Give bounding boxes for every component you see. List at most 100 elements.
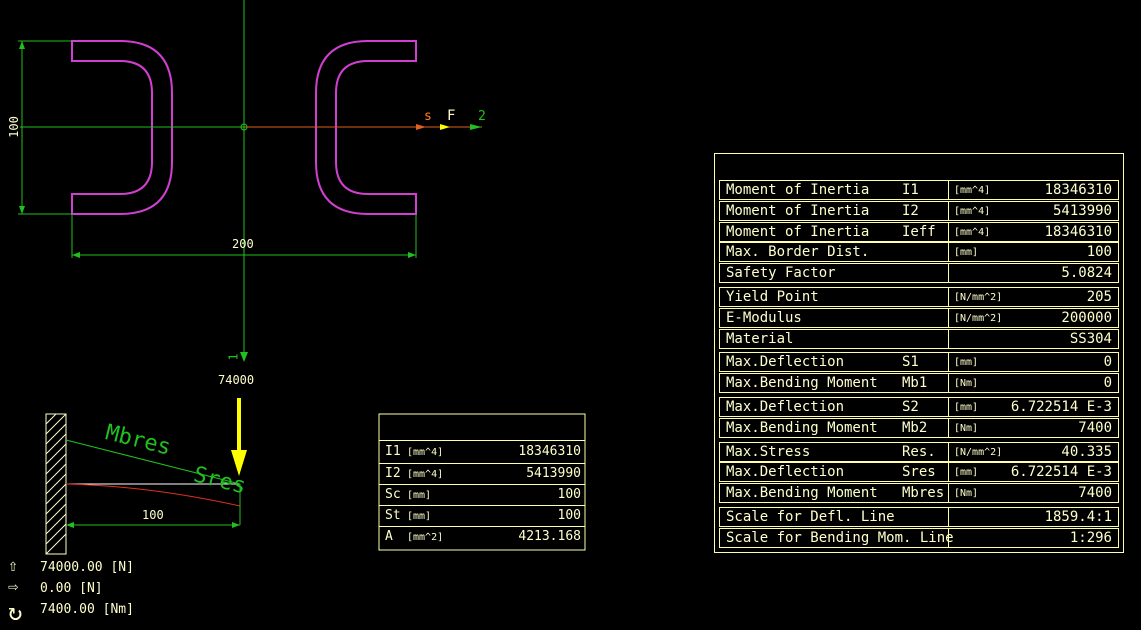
result-value: 5413990 [1052,202,1112,219]
axis-arrow-down [240,352,248,362]
result-value: 7400 [1078,485,1112,502]
force-arrow-head [231,450,247,476]
result-label: Max.Deflection [726,464,845,481]
results-row: Safety Factor 5.0824 [719,263,1119,284]
result-label: Moment of Inertia [726,202,870,219]
result-unit: [Nm] [954,422,979,434]
result-value: 205 [1086,289,1112,305]
result-symbol: Mb2 [902,419,928,436]
results-row: Max. Border Dist. [mm] 100 [719,242,1119,263]
result-label: Max.Bending Moment [726,375,878,392]
result-symbol: Mbres [902,485,945,502]
result-value: 0 [1103,354,1112,371]
result-label: Moment of Inertia [726,182,870,198]
result-label: Max.Deflection [726,399,845,415]
result-value: 7400 [1078,419,1112,436]
reaction-value: 74000.00 [N] [40,560,134,575]
results-row: Moment of Inertia Ieff [mm^4] 18346310 [719,221,1119,242]
beam-length-label: 100 [142,508,164,522]
result-value: 40.335 [1061,443,1112,460]
moment-arc-icon: ↻ [8,598,23,626]
reaction-value: 0.00 [N] [40,581,103,596]
arrow-right-icon: ⇨ [8,577,19,597]
reaction-value: 7400.00 [Nm] [40,602,134,617]
result-label: Max.Bending Moment [726,419,878,436]
result-label: Max. Border Dist. [726,244,870,261]
result-label: Moment of Inertia [726,223,870,240]
z-axis-label: 2 [478,109,486,124]
result-label: Yield Point [726,289,819,305]
result-value: 100 [1086,244,1112,261]
results-row: Max.Stress Res. [N/mm^2] 40.335 [719,441,1119,462]
property-value: 100 [557,508,581,523]
result-unit: [N/mm^2] [954,312,1003,324]
s-arrow [416,124,426,130]
result-unit: [mm^4] [954,226,991,238]
z-arrow [470,124,482,130]
right-channel-profile [315,40,417,215]
result-symbol: Ieff [902,223,936,240]
width-dimension-label: 200 [232,237,254,251]
result-label: Safety Factor [726,265,836,282]
deflection-line [65,483,241,507]
result-value: 1859.4:1 [1044,509,1112,525]
section-property-row: I2 [mm^4] 5413990 [379,463,585,484]
result-value: 18346310 [1044,223,1112,240]
property-unit: [mm^4] [407,447,444,458]
property-symbol: A [385,529,393,544]
result-symbol: Mb1 [902,375,928,392]
centroid-marker [240,123,248,131]
property-symbol: I1 [385,444,401,459]
property-value: 5413990 [526,466,581,481]
height-dimension-label: 100 [7,116,21,138]
result-label: Max.Deflection [726,354,845,371]
arrow-up-icon: ⇧ [8,556,19,576]
property-value: 18346310 [518,444,581,459]
section-property-row: I1 [mm^4] 18346310 [379,442,585,462]
property-value: 100 [557,487,581,502]
force-value-label: 74000 [218,373,255,387]
result-unit: [mm] [954,247,979,259]
result-symbol: Res. [902,443,936,460]
result-value: 200000 [1061,309,1112,326]
left-channel-profile [71,40,173,215]
results-row: Moment of Inertia I2 [mm^4] 5413990 [719,200,1119,221]
f-axis-label: F [447,108,456,124]
result-symbol: I2 [902,202,919,219]
section-property-row: Sc[mm]100 [379,484,585,505]
property-unit: [mm] [407,490,432,501]
f-arrow [440,124,450,130]
result-label: Scale for Bending Mom. Line [726,529,954,546]
result-value: 18346310 [1044,182,1112,198]
result-unit: [N/mm^2] [954,446,1003,458]
property-unit: [mm] [407,511,432,522]
result-unit: [mm^4] [954,205,991,217]
property-symbol: I2 [385,466,401,481]
result-value: 6.722514 E-3 [1010,399,1112,415]
results-row: E-Modulus[N/mm^2]200000 [719,307,1119,328]
property-symbol: St [385,508,401,523]
axis-1-label: 1 [226,353,241,361]
result-symbol: S1 [902,354,919,371]
result-value: 5.0824 [1061,265,1112,282]
property-unit: [mm^2] [407,532,444,543]
result-unit: [Nm] [954,488,979,500]
result-unit: [mm] [954,402,979,413]
result-value: SS304 [1069,330,1112,347]
result-value: 6.722514 E-3 [1010,464,1112,481]
result-unit: [N/mm^2] [954,292,1003,303]
s-axis-label: s [424,109,432,124]
property-unit: [mm^4] [407,469,444,480]
result-symbol: I1 [902,182,919,198]
result-symbol: Sres [902,464,936,481]
result-label: Max.Stress [726,443,811,460]
